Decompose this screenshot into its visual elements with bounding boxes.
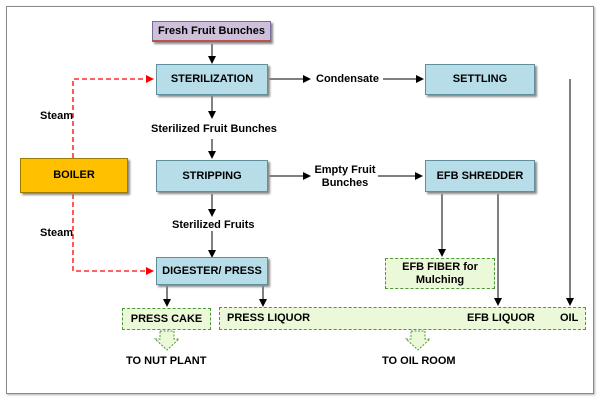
- label-condensate: Condensate: [316, 73, 379, 85]
- node-fresh-fruit-bunches-label: Fresh Fruit Bunches: [158, 24, 265, 37]
- arrow-to-oil-room-icon: [404, 330, 432, 351]
- label-to-nut-plant: TO NUT PLANT: [126, 355, 207, 367]
- steam-line-to-sterilization: [72, 75, 154, 158]
- arrow-to-nut-plant-icon: [153, 330, 181, 351]
- node-sterilization-label: STERILIZATION: [170, 73, 254, 85]
- node-digester-press: DIGESTER/ PRESS: [156, 257, 268, 285]
- node-stripping: STRIPPING: [156, 160, 268, 192]
- label-steam-bottom: Steam: [40, 227, 74, 239]
- label-sterilized-fruits: Sterilized Fruits: [172, 219, 255, 231]
- node-press-cake: PRESS CAKE: [122, 308, 211, 330]
- liquor-bar-press-liquor: PRESS LIQUOR: [227, 312, 311, 324]
- liquor-bar-oil: OIL: [560, 312, 579, 324]
- label-empty-fruit-bunches: Empty Fruit Bunches: [314, 164, 376, 189]
- node-boiler: BOILER: [20, 158, 128, 193]
- node-press-cake-label: PRESS CAKE: [130, 312, 203, 325]
- node-fresh-fruit-bunches: Fresh Fruit Bunches: [152, 21, 271, 42]
- label-to-oil-room: TO OIL ROOM: [382, 355, 456, 367]
- node-liquor-bar: PRESS LIQUOR EFB LIQUOR OIL: [219, 307, 586, 330]
- node-efb-shredder-label: EFB SHREDDER: [436, 169, 524, 182]
- steam-line-to-digester: [72, 194, 154, 275]
- node-efb-fiber: EFB FIBER for Mulching: [385, 258, 495, 289]
- label-steam-top: Steam: [40, 110, 74, 122]
- label-sterilized-fruit-bunches: Sterilized Fruit Bunches: [151, 123, 277, 135]
- node-boiler-label: BOILER: [53, 169, 95, 181]
- liquor-bar-efb-liquor: EFB LIQUOR: [467, 312, 535, 324]
- node-stripping-label: STRIPPING: [182, 169, 242, 182]
- node-settling: SETTLING: [425, 64, 535, 95]
- node-efb-fiber-label: EFB FIBER for Mulching: [402, 260, 478, 286]
- node-sterilization: STERILIZATION: [156, 64, 268, 95]
- node-efb-shredder: EFB SHREDDER: [425, 160, 535, 192]
- node-settling-label: SETTLING: [452, 73, 508, 85]
- node-digester-press-label: DIGESTER/ PRESS: [162, 264, 262, 277]
